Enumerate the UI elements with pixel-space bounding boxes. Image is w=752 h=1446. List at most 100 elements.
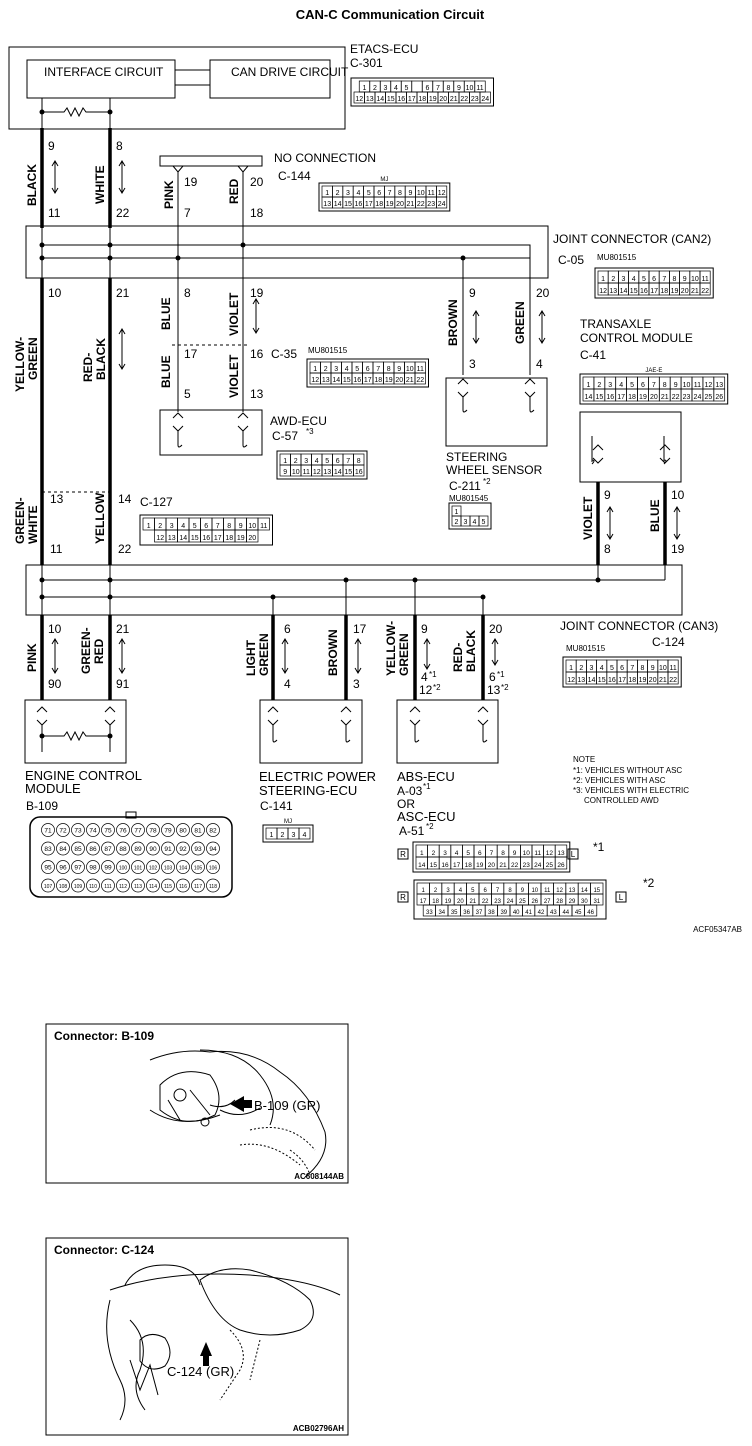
eps-ecu-box (259, 699, 363, 764)
connector-pin-label: 18 (660, 288, 668, 295)
photo-c124-title: Connector: C-124 (54, 1243, 154, 1257)
pin-20-c144: 20 (250, 175, 264, 189)
connector-pin (146, 841, 160, 856)
connector-pin-label: 33 (426, 910, 433, 916)
connector-pin-label: 3 (292, 832, 296, 839)
connector-pin-label: 94 (209, 846, 217, 853)
pin-11-can2: 11 (48, 206, 61, 220)
pin-22-can3: 22 (118, 542, 132, 556)
etacs-ecu-name: ETACS-ECU (350, 42, 418, 56)
pin-8-etacs: 8 (116, 139, 123, 153)
connector-pin (86, 823, 100, 837)
wire-color-red: RED- (81, 353, 95, 382)
pin-18-can2: 18 (250, 206, 264, 220)
steering-sensor-name-2: WHEEL SENSOR (446, 463, 543, 477)
connector-pin-label: 17 (617, 394, 625, 401)
connector-pin-label: 12 (355, 96, 363, 103)
pin-3-eps: 3 (353, 677, 360, 691)
connector-pin (584, 904, 598, 917)
connector-pin-label: 19 (385, 377, 393, 384)
connector-pin-label: 3 (622, 276, 626, 283)
connector-pin-label: 7 (496, 888, 500, 894)
connector-pin (86, 841, 100, 856)
pin-7-can2: 7 (184, 206, 191, 220)
connector-pin-label: 98 (89, 865, 97, 872)
connector-pin-label: 7 (652, 382, 656, 389)
connector-pin-label: 75 (104, 828, 112, 835)
connector-pin-label: 10 (417, 190, 425, 197)
wire-color-black-abs: BLACK (464, 630, 478, 672)
connector-pin-label: 7 (630, 665, 634, 672)
pin-90-ecm: 90 (48, 677, 62, 691)
connector-pin-label: 107 (44, 884, 53, 890)
connector-pin-label: 105 (194, 866, 203, 872)
connector-pin-label: 15 (344, 469, 352, 476)
connector-pin-label: 19 (386, 201, 394, 208)
a51-connector-id: A-51 (399, 824, 425, 838)
connector-pin-label: 4 (600, 665, 604, 672)
connector-pin-label: 101 (134, 866, 143, 872)
ecm-name-1: ENGINE CONTROL (25, 768, 142, 783)
wire-color-green-ecm: GREEN- (79, 627, 93, 674)
connector-pin-label: 9 (283, 469, 287, 476)
connector-pin-label: 13 (366, 96, 374, 103)
wire-color-light-eps: LIGHT (244, 639, 258, 676)
or-label: OR (397, 797, 415, 811)
connector-pin-label: 1 (325, 190, 329, 197)
c35-part-number: MU801515 (308, 346, 348, 355)
pin-19-can3: 19 (671, 542, 685, 556)
connector-pin-label: 8 (398, 190, 402, 197)
steering-wheel-sensor-box (445, 377, 548, 447)
connector-pin-label: 46 (587, 910, 594, 916)
joint-can3-name: JOINT CONNECTOR (CAN3) (560, 619, 718, 633)
connector-pin-label: 17 (618, 677, 626, 684)
connector-pin-label: 83 (44, 846, 52, 853)
connector-pin-label: 15 (387, 96, 395, 103)
etacs-ecu-box (8, 46, 346, 130)
connector-pin-label: 13 (569, 888, 576, 894)
photo-b109-code: AC608144AB (294, 1172, 344, 1181)
note-star-1-pin6: *1 (497, 670, 505, 679)
note-star-2-a51: *2 (643, 876, 655, 890)
connector-pin-label: 5 (325, 458, 329, 465)
figure-code: ACF05347AB (693, 925, 742, 934)
connector-pin-label: 100 (119, 866, 128, 872)
connector-pin (353, 464, 365, 477)
note-star-1-a03: *1 (593, 840, 605, 854)
connector-pin-label: 17 (420, 899, 427, 905)
connector-pin-label: 11 (701, 276, 708, 283)
connector-pin-label: 5 (466, 850, 470, 857)
connector-pin-label: 23 (427, 201, 435, 208)
note-3a: *3: VEHICLES WITH ELECTRIC (573, 786, 689, 795)
connector-pin-label: 6 (426, 85, 430, 92)
a03-connector-id: A-03 (397, 784, 423, 798)
connector-pin-label: 8 (663, 382, 667, 389)
photo-b109-title: Connector: B-109 (54, 1029, 154, 1043)
connector-pin-label: 92 (179, 846, 187, 853)
connector-tag: JAE-E (645, 368, 662, 374)
pin-19-can2: 19 (250, 286, 264, 300)
wire-color-red-abs: RED- (451, 643, 465, 672)
pin-3-sws: 3 (469, 357, 476, 371)
connector-pin (699, 282, 711, 296)
connector-pin-label: 109 (74, 884, 83, 890)
connector-pin-label: 22 (417, 201, 425, 208)
note-2: *2: VEHICLES WITH ASC (573, 776, 666, 785)
pin-14-c127: 14 (118, 492, 132, 506)
pin-5-awd: 5 (184, 387, 191, 401)
connector-pin-label: 5 (405, 85, 409, 92)
wire-color-red-nc: RED (227, 178, 241, 204)
connector-tag: MJ (284, 819, 292, 825)
connector-pin-label: 24 (507, 899, 514, 905)
pin-9-etacs: 9 (48, 139, 55, 153)
connector-pin-label: 14 (588, 677, 596, 684)
connector-pin-label: 5 (642, 276, 646, 283)
connector-pin-label: 6 (620, 665, 624, 672)
connector-pin-label: 12 (156, 535, 164, 542)
connector-pin-label: 17 (453, 862, 461, 869)
connector-pin-label: 12 (567, 677, 575, 684)
